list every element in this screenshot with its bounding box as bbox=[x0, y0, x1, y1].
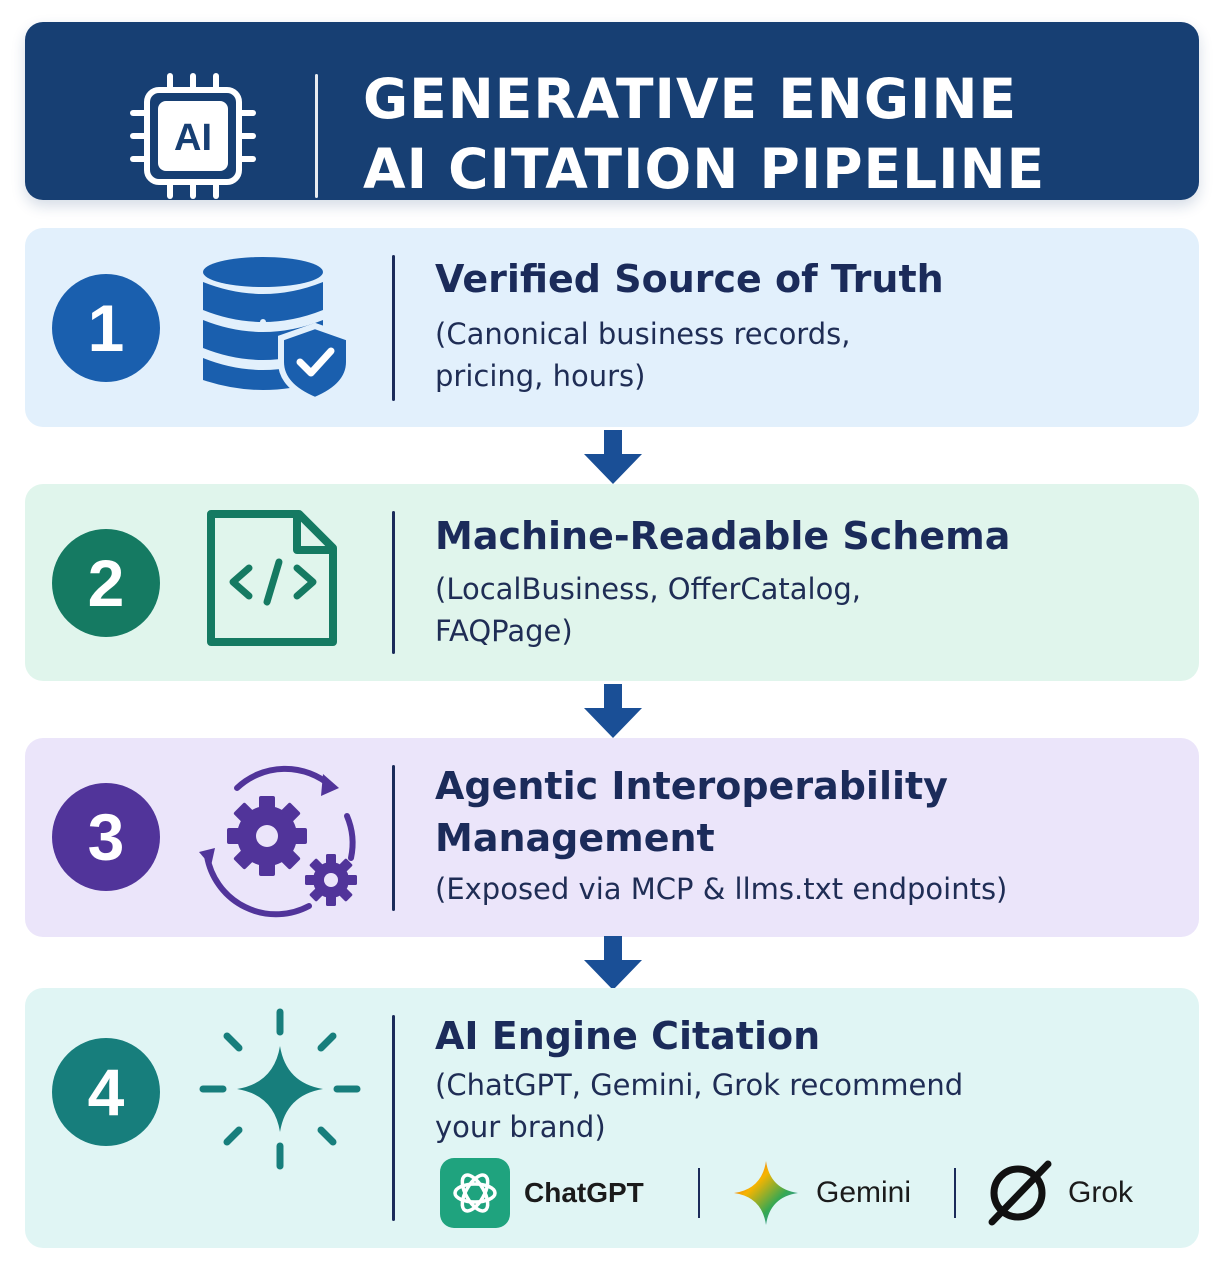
brand-logos-row: ChatGPT Gemini bbox=[440, 1158, 1160, 1228]
header-divider bbox=[315, 74, 318, 198]
brand-name-gemini: Gemini bbox=[816, 1176, 912, 1209]
step-3-card: 3 bbox=[25, 738, 1199, 937]
step-3-text: Agentic Interoperability Management (Exp… bbox=[435, 760, 1175, 910]
step-divider bbox=[392, 255, 395, 401]
step-number-badge: 4 bbox=[52, 1038, 160, 1146]
step-description-line-1: (Canonical business records, bbox=[435, 317, 851, 351]
brand-grok: Grok bbox=[984, 1158, 1133, 1228]
step-description-line-2: FAQPage) bbox=[435, 614, 573, 648]
brand-separator bbox=[954, 1168, 956, 1218]
step-divider bbox=[392, 1015, 395, 1221]
step-number-badge: 3 bbox=[52, 783, 160, 891]
step-number-badge: 2 bbox=[52, 529, 160, 637]
step-4-card: 4 AI Engine Citation (ChatGPT, Gemini, G… bbox=[25, 988, 1199, 1248]
header-banner: AI GENERATIVE ENGINE AI CITATION PIPELIN… bbox=[25, 22, 1199, 201]
down-arrow-icon bbox=[584, 684, 642, 738]
step-title-line-2: Management bbox=[435, 816, 715, 860]
brand-name-grok: Grok bbox=[1068, 1176, 1134, 1209]
step-divider bbox=[392, 765, 395, 911]
step-title: AI Engine Citation bbox=[435, 1014, 821, 1058]
step-divider bbox=[392, 511, 395, 654]
chatgpt-logo-icon bbox=[440, 1158, 510, 1228]
title-line-1: GENERATIVE ENGINE bbox=[363, 67, 1018, 131]
down-arrow-icon bbox=[584, 936, 642, 990]
step-title: Verified Source of Truth bbox=[435, 257, 944, 301]
page-title: GENERATIVE ENGINE AI CITATION PIPELINE bbox=[363, 64, 1183, 204]
step-2-text: Machine-Readable Schema (LocalBusiness, … bbox=[435, 510, 1175, 652]
step-title-line-1: Agentic Interoperability bbox=[435, 764, 948, 808]
down-arrow-icon bbox=[584, 430, 642, 484]
brand-chatgpt: ChatGPT bbox=[440, 1158, 644, 1228]
step-2-card: 2 Machine-Readable Schema (LocalBusiness… bbox=[25, 484, 1199, 681]
step-number-badge: 1 bbox=[52, 274, 160, 382]
grok-logo-icon bbox=[988, 1160, 1052, 1226]
brand-gemini: Gemini bbox=[730, 1158, 911, 1228]
brand-name-chatgpt: ChatGPT bbox=[524, 1177, 644, 1208]
step-description-line-2: pricing, hours) bbox=[435, 359, 646, 393]
step-title: Machine-Readable Schema bbox=[435, 514, 1011, 558]
step-description-line-1: (ChatGPT, Gemini, Grok recommend bbox=[435, 1068, 964, 1102]
database-shield-icon bbox=[203, 257, 352, 404]
code-file-icon bbox=[207, 510, 337, 646]
step-1-text: Verified Source of Truth (Canonical busi… bbox=[435, 253, 1175, 397]
brand-separator bbox=[698, 1168, 700, 1218]
step-description-line-2: your brand) bbox=[435, 1110, 606, 1144]
ai-chip-icon: AI bbox=[130, 73, 256, 199]
gemini-logo-icon bbox=[734, 1161, 798, 1225]
chip-label: AI bbox=[174, 117, 212, 159]
title-line-2: AI CITATION PIPELINE bbox=[363, 137, 1046, 201]
step-description: (Exposed via MCP & llms.txt endpoints) bbox=[435, 872, 1008, 906]
sparkle-icon bbox=[199, 1008, 361, 1170]
step-1-card: 1 Verified Source of Truth (Canonical bu… bbox=[25, 228, 1199, 427]
step-4-text: AI Engine Citation (ChatGPT, Gemini, Gro… bbox=[435, 1010, 1175, 1148]
gears-cycle-icon bbox=[199, 765, 357, 918]
step-description-line-1: (LocalBusiness, OfferCatalog, bbox=[435, 572, 861, 606]
